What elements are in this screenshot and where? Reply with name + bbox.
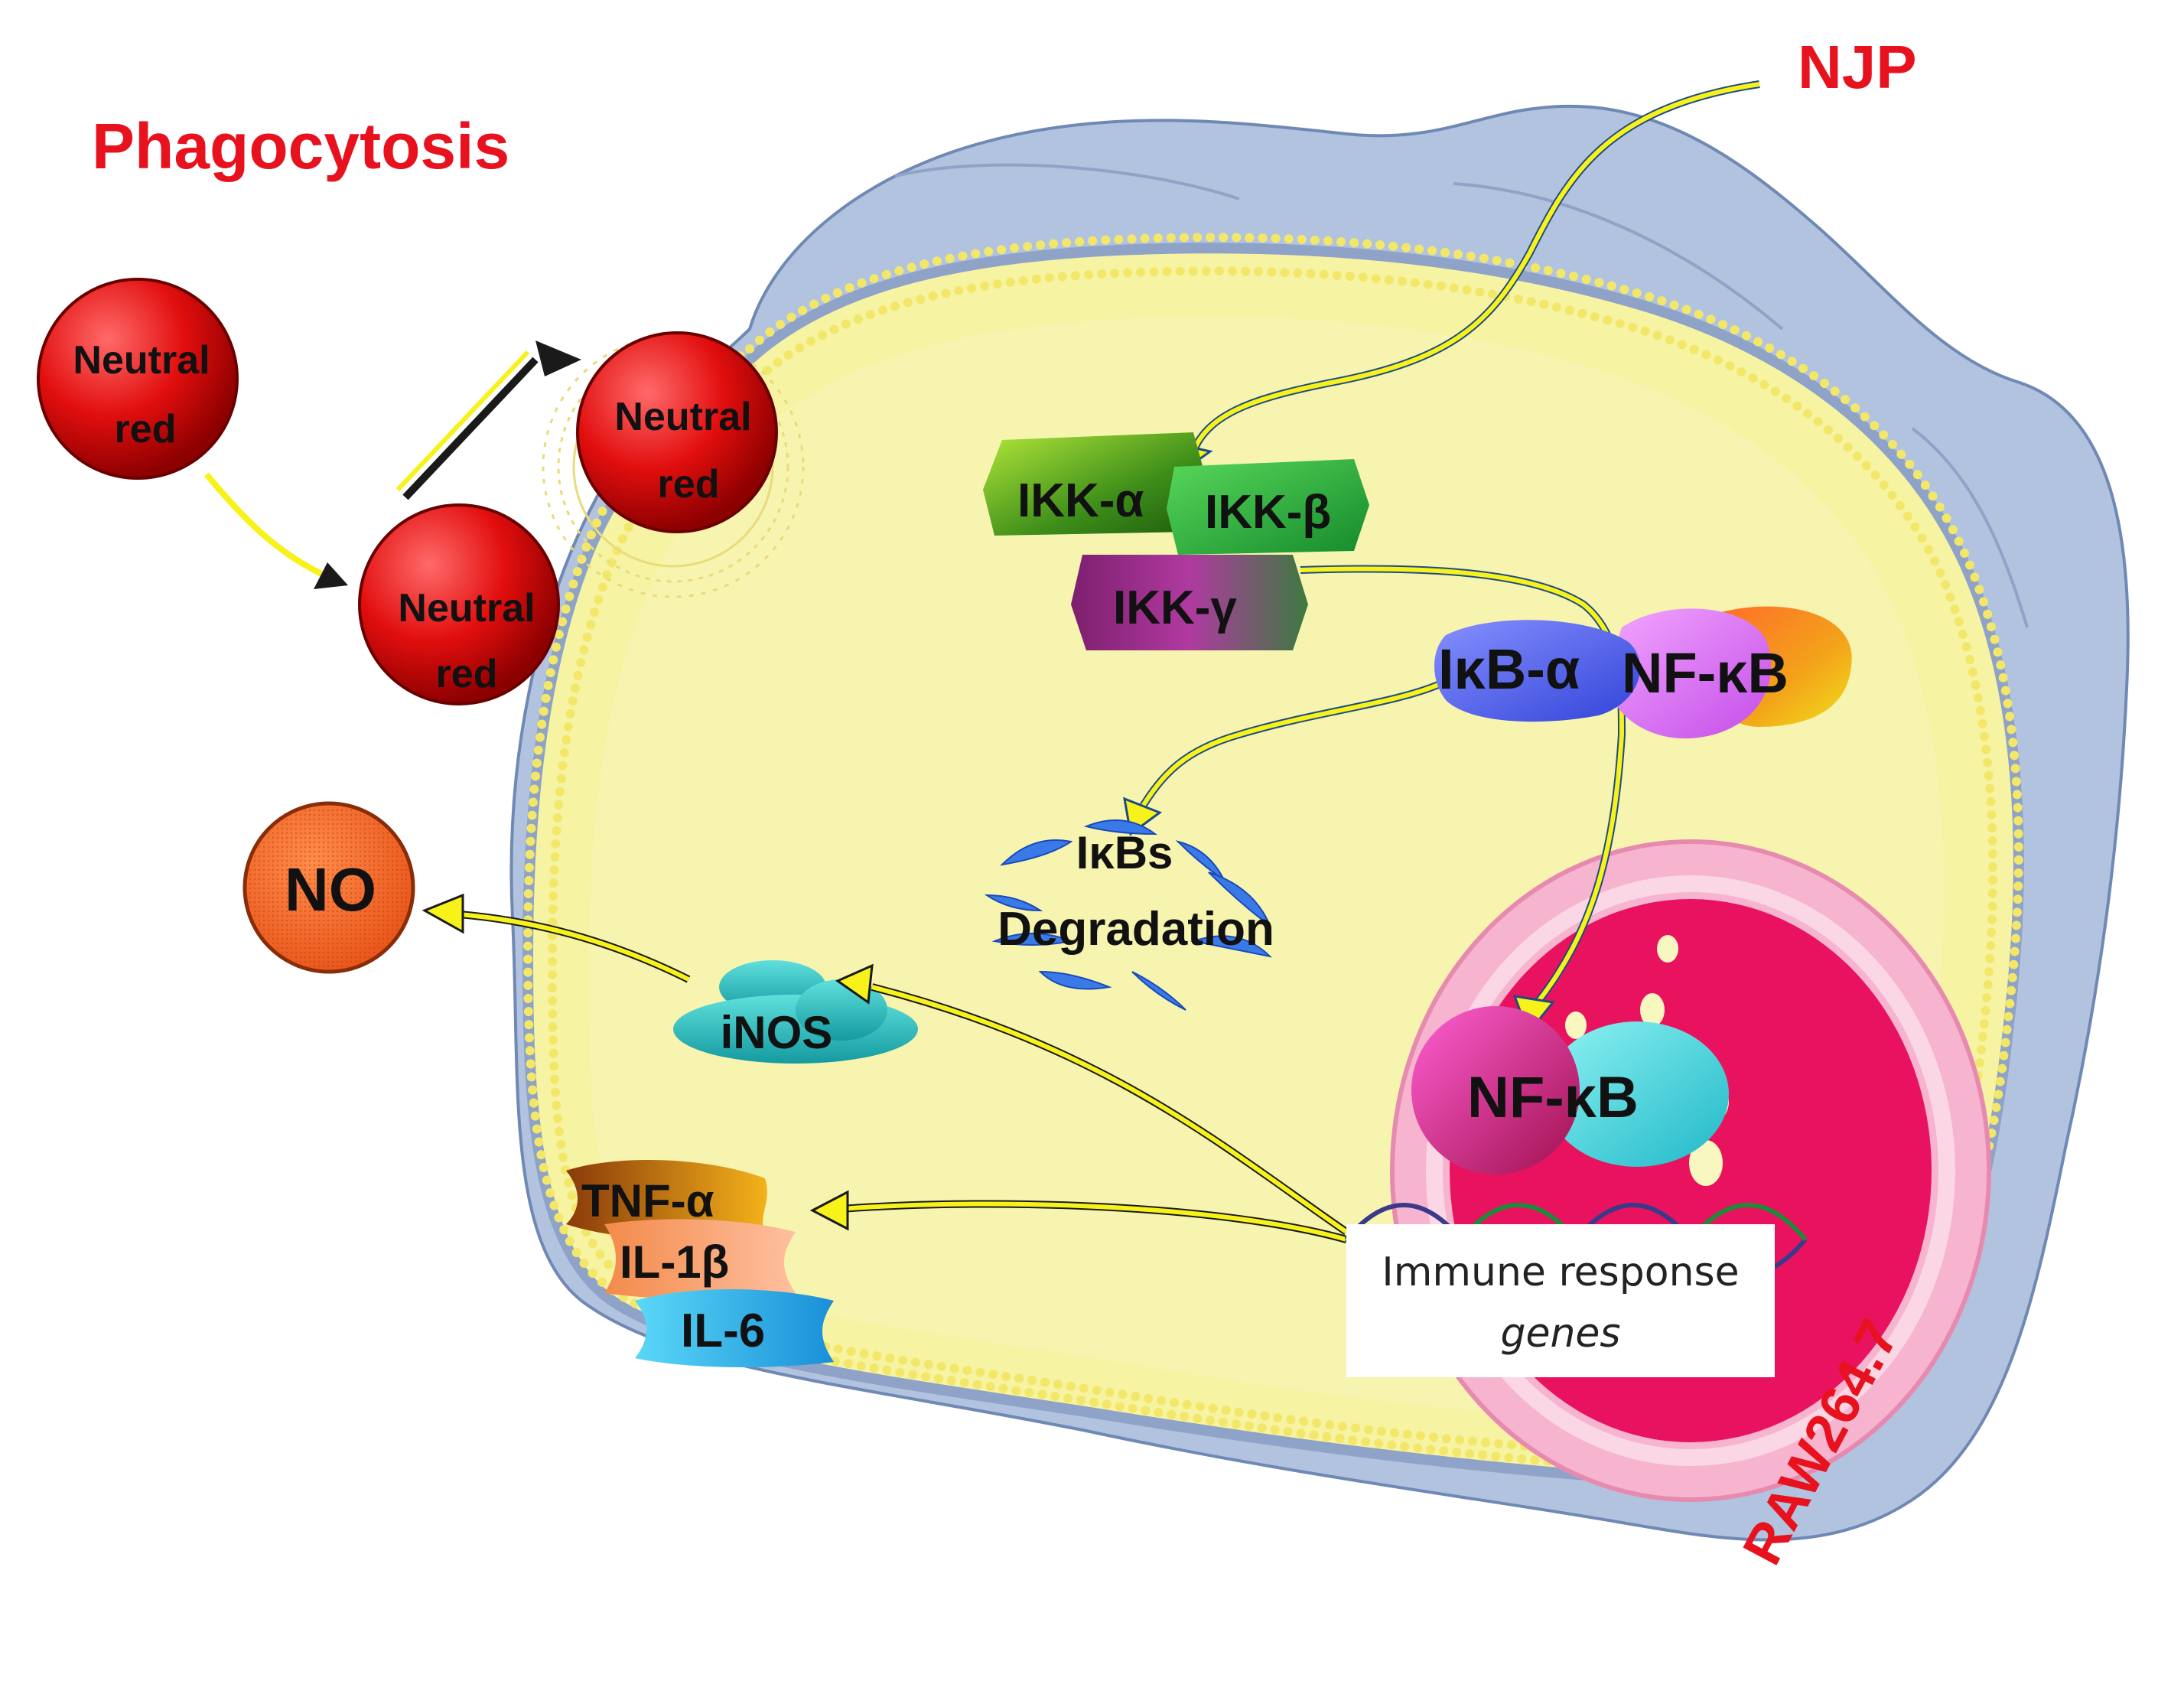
nuclear-pore bbox=[1640, 993, 1665, 1027]
inos-to-no-arrow-core bbox=[458, 912, 690, 982]
membrane-fold bbox=[894, 163, 1240, 200]
neutral-red-arrow-1 bbox=[203, 472, 323, 577]
membrane-dots-outer bbox=[522, 233, 2023, 1472]
inos-arrow-head bbox=[835, 963, 874, 1005]
genes-to-cytokines-arrow-core bbox=[841, 1201, 1347, 1242]
cytokine-shapes bbox=[566, 1160, 834, 1367]
il-6-label: IL-6 bbox=[681, 1305, 765, 1357]
cytokine-arrow-head bbox=[809, 1190, 849, 1231]
genes-to-inos-arrow-core bbox=[871, 985, 1348, 1234]
ikk-alpha-shape bbox=[983, 432, 1205, 536]
genes-box bbox=[1346, 1224, 1775, 1377]
nfkb-nuclear-label: NF-κB bbox=[1467, 1065, 1639, 1130]
neutral-red-label-3b: red bbox=[658, 462, 720, 507]
neutral-red-arrow-2-core bbox=[395, 350, 530, 492]
genes-label-line2: genes bbox=[1500, 1311, 1620, 1357]
tnf-alpha-shape bbox=[566, 1160, 767, 1240]
ikb-alpha-shape bbox=[1434, 620, 1641, 722]
neutral-red-label-1a: Neutral bbox=[73, 338, 210, 383]
ikk-complex bbox=[983, 432, 1369, 650]
neutral-red-label-3a: Neutral bbox=[614, 395, 751, 439]
nfkb-nuclear bbox=[1411, 1006, 1729, 1174]
ikbs-label: IκBs bbox=[1076, 827, 1173, 878]
nuclear-pore bbox=[1689, 1140, 1723, 1186]
il-1b-label: IL-1β bbox=[620, 1236, 729, 1288]
neutral-red-label-2a: Neutral bbox=[398, 586, 535, 630]
il-6-shape bbox=[635, 1289, 834, 1367]
degradation-label: Degradation bbox=[998, 903, 1274, 956]
nuclear-pore bbox=[1565, 1012, 1587, 1039]
neutral-red-ball-membrane bbox=[358, 503, 560, 705]
genes-label-line1: Immune response bbox=[1382, 1249, 1739, 1295]
ikk-gamma-shape bbox=[1071, 555, 1308, 650]
nuclear-pore bbox=[1657, 935, 1678, 963]
njp-label: NJP bbox=[1798, 33, 1917, 101]
tnf-alpha-label: TNF-α bbox=[581, 1175, 714, 1227]
membrane-fold bbox=[1453, 182, 1784, 331]
inos-label: iNOS bbox=[721, 1007, 833, 1058]
ikk-alpha-label: IKK-α bbox=[1017, 474, 1144, 527]
neutral-red-ball-internalized bbox=[576, 331, 778, 533]
ikk-beta-label: IKK-β bbox=[1205, 486, 1331, 539]
immune-response-genes bbox=[1344, 1203, 1808, 1377]
inos-shape bbox=[673, 960, 918, 1064]
neutral-red-ball-outside bbox=[37, 278, 239, 480]
neutral-red-arrowhead-1 bbox=[314, 562, 348, 589]
neutral-red-arrow-2 bbox=[402, 357, 539, 500]
no-molecule bbox=[242, 801, 415, 974]
neutral-red-label-2b: red bbox=[436, 652, 498, 696]
nfkb-pink-subunit bbox=[1606, 608, 1772, 739]
page-title: Phagocytosis bbox=[92, 110, 509, 182]
no-label: NO bbox=[285, 855, 376, 924]
ikb-nfkb-complex bbox=[1434, 606, 1852, 739]
neutral-red-label-1b: red bbox=[115, 407, 177, 451]
neutral-red-arrowhead-2 bbox=[535, 340, 581, 376]
il-1b-shape bbox=[604, 1219, 796, 1299]
nfkb-complex-label: NF-κB bbox=[1622, 641, 1789, 705]
ikb-alpha-label: IκB-α bbox=[1438, 637, 1580, 701]
membrane-dots-inner bbox=[547, 266, 1998, 1458]
ikb-degradation-arrow-core bbox=[1138, 682, 1440, 813]
njp-arrow-core bbox=[1191, 82, 1760, 453]
ikk-beta-shape bbox=[1167, 459, 1369, 555]
membrane-fold bbox=[1911, 427, 2029, 628]
degradation-fragments bbox=[984, 819, 1273, 1011]
ikk-gamma-label: IKK-γ bbox=[1113, 582, 1237, 634]
no-arrow-head bbox=[422, 893, 464, 934]
